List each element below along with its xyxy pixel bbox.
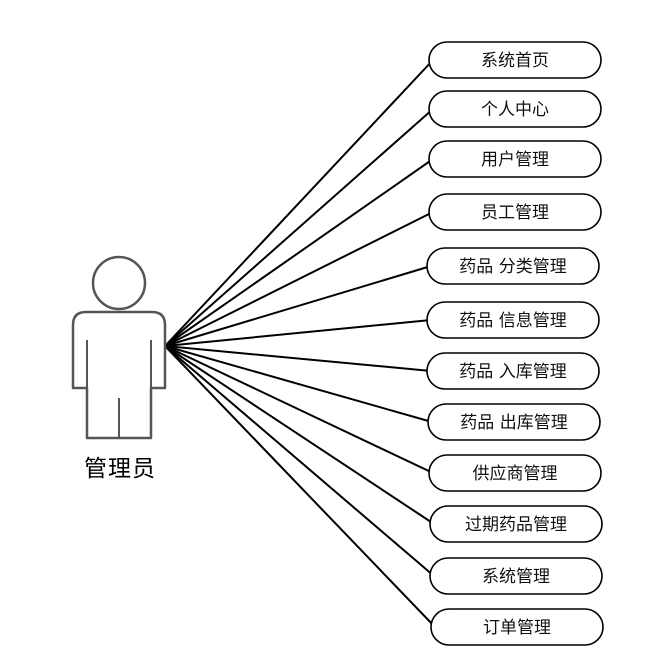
association-line [164,345,435,525]
association-line [164,265,432,347]
association-line [164,59,434,347]
use-case-label: 药品 信息管理 [459,311,566,331]
use-case-label: 系统管理 [482,567,550,587]
use-case-label: 系统首页 [481,51,549,71]
person-icon [71,255,167,440]
actor-label: 管理员 [84,456,156,482]
use-case-oval: 个人中心 [428,90,602,128]
use-case-oval: 药品 分类管理 [426,247,600,285]
use-case-label: 过期药品管理 [465,515,567,535]
use-case-label: 供应商管理 [473,464,558,484]
association-line [164,345,436,628]
use-case-label: 药品 入库管理 [459,362,566,382]
use-case-oval: 订单管理 [430,608,604,646]
association-lines [164,59,436,628]
association-line [164,158,434,347]
use-case-label: 用户管理 [481,150,549,170]
use-case-oval: 系统首页 [428,41,602,79]
use-case-label: 员工管理 [481,203,549,223]
use-case-oval: 用户管理 [428,140,602,178]
use-case-oval: 供应商管理 [428,454,602,492]
use-case-oval: 药品 信息管理 [426,301,600,339]
association-line [164,211,434,347]
use-case-oval: 系统管理 [429,557,603,595]
use-case-label: 个人中心 [481,100,549,120]
association-line [164,345,434,474]
association-line [164,345,432,372]
use-case-oval: 员工管理 [428,193,602,231]
association-line [164,108,434,347]
use-case-oval: 过期药品管理 [429,505,603,543]
use-case-label: 药品 分类管理 [459,257,566,277]
use-case-oval: 药品 出库管理 [427,403,601,441]
use-case-oval: 药品 入库管理 [426,352,600,390]
association-line [164,345,435,577]
use-case-label: 药品 出库管理 [460,413,567,433]
association-line [164,319,432,347]
use-case-label: 订单管理 [483,618,551,638]
association-line [164,345,433,423]
